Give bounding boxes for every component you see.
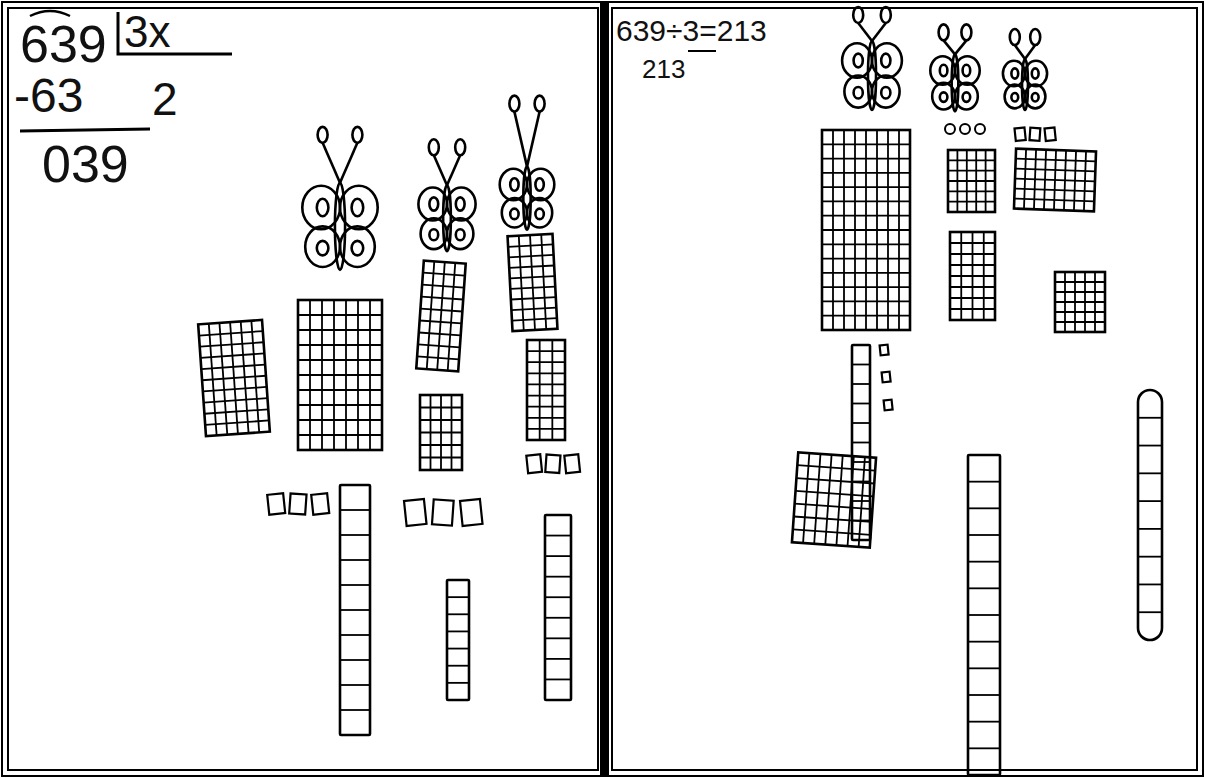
hundred-flat <box>416 261 465 372</box>
unit-cubes <box>404 499 483 526</box>
hundred-flat <box>527 340 565 440</box>
handwritten-number: 639÷3=213 <box>616 16 767 46</box>
hundred-flat <box>298 300 382 450</box>
hundred-flat <box>822 130 910 330</box>
unit-cubes <box>267 493 329 515</box>
hundred-flat <box>950 232 995 320</box>
panel-divider <box>600 2 609 776</box>
butterfly <box>500 96 555 230</box>
handwritten-number: 2 <box>152 76 178 122</box>
butterfly <box>302 127 377 270</box>
hundred-flat <box>1055 272 1105 332</box>
unit-cubes <box>884 400 893 411</box>
butterfly <box>930 24 979 111</box>
unit-cubes <box>526 454 580 473</box>
handwritten-number: 639 <box>20 18 107 70</box>
hundred-flat <box>948 150 995 212</box>
unit-cubes <box>945 124 985 134</box>
ten-rod <box>968 455 1000 775</box>
left-panel <box>8 8 598 770</box>
unit-cubes <box>882 372 891 383</box>
hundred-flat <box>198 320 270 436</box>
ten-rod <box>545 515 571 700</box>
subtraction-line <box>20 129 150 131</box>
right-panel <box>612 8 1197 770</box>
handwritten-number: 039 <box>42 138 129 190</box>
bring-down-arc <box>30 11 70 16</box>
handwritten-number: -63 <box>14 72 83 120</box>
handwritten-number: 213 <box>642 56 685 82</box>
unit-cubes <box>1015 128 1056 141</box>
underline <box>688 50 716 52</box>
ten-rod <box>1138 390 1162 640</box>
hundred-flat <box>420 395 462 470</box>
unit-cubes <box>880 345 889 356</box>
butterfly <box>418 139 475 251</box>
hundred-flat <box>508 234 558 331</box>
handwritten-number: 3x <box>124 10 170 54</box>
butterfly <box>842 7 902 110</box>
hundred-flat <box>1014 149 1096 212</box>
ten-rod <box>340 485 370 735</box>
ten-rod <box>447 580 469 700</box>
hundred-flat <box>792 452 876 547</box>
butterfly <box>1003 29 1047 110</box>
base-ten-blocks <box>198 7 1162 775</box>
